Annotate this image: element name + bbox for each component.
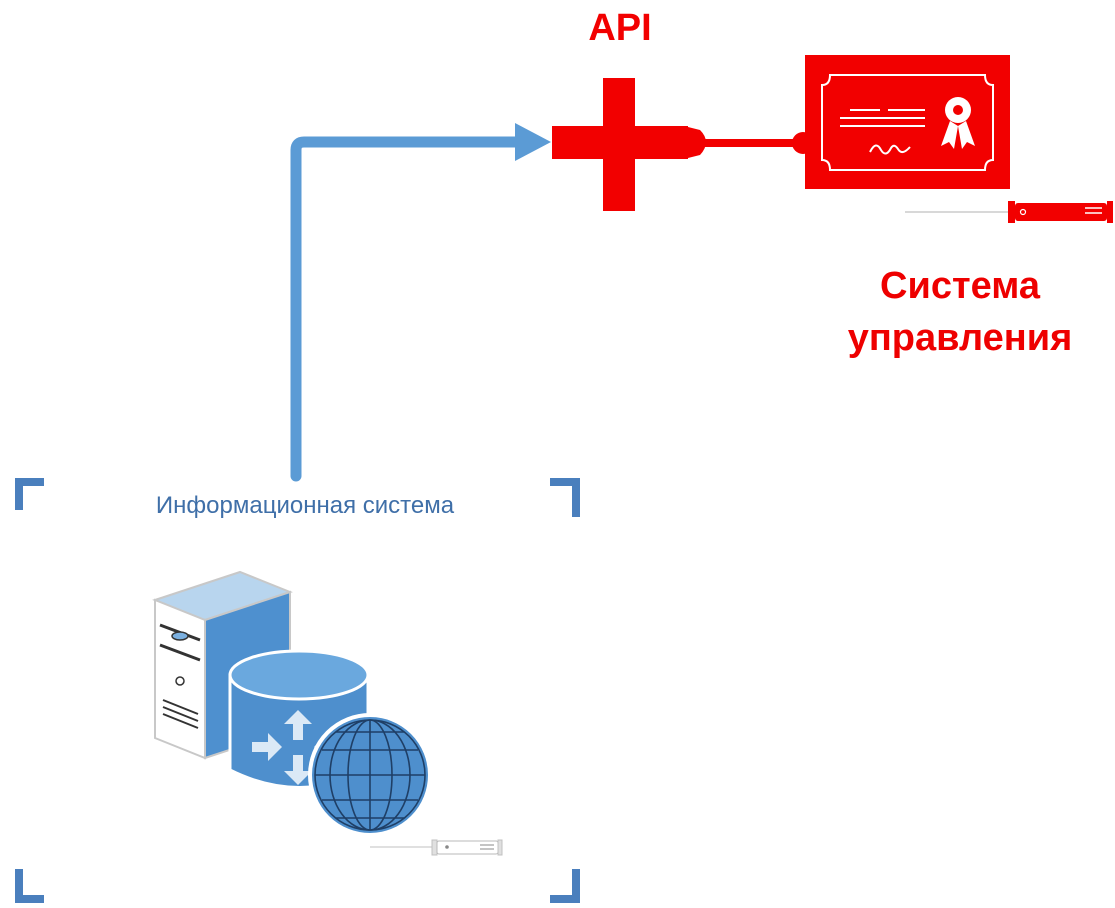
management-system-label: Система управления [820, 260, 1100, 364]
certificate-icon [805, 55, 1010, 189]
globe-icon [308, 713, 432, 837]
management-system-label-line1: Система [880, 265, 1040, 307]
system-frame [15, 478, 580, 903]
information-system-label: Информационная система [155, 492, 455, 519]
flow-connector [290, 123, 551, 482]
api-cross-icon [552, 78, 706, 211]
management-system-label-line2: управления [847, 317, 1073, 359]
device-tag-icon [905, 201, 1113, 223]
api-link-line [700, 132, 814, 154]
device-tag-icon [370, 839, 503, 856]
api-label: API [588, 7, 652, 49]
